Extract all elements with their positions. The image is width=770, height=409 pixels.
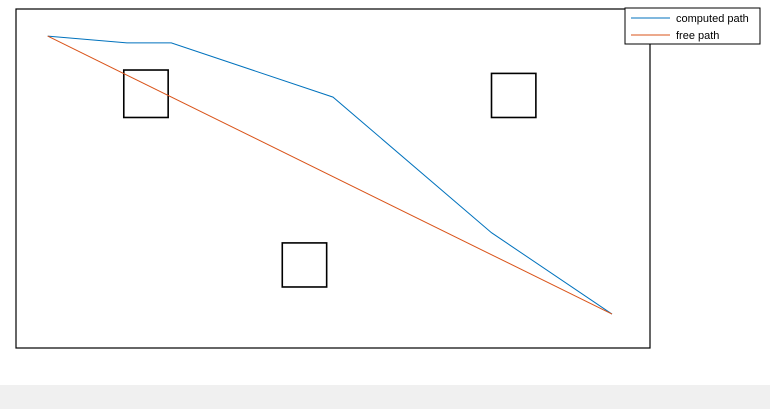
legend-label-free-path: free path <box>676 30 719 42</box>
obstacle-3 <box>281 242 328 288</box>
path-plot: computed path free path <box>15 7 761 349</box>
legend-label-computed-path: computed path <box>676 13 749 25</box>
obstacle-2 <box>490 72 537 119</box>
obstacle-1 <box>122 69 169 119</box>
axes-box <box>15 8 651 349</box>
series-line-computed-path <box>47 35 613 315</box>
series-lines <box>47 35 613 315</box>
legend-box <box>624 7 761 45</box>
series-line-free-path <box>47 35 613 315</box>
legend: computed path free path <box>624 7 761 45</box>
status-bar <box>0 385 770 409</box>
obstacles <box>122 69 537 288</box>
